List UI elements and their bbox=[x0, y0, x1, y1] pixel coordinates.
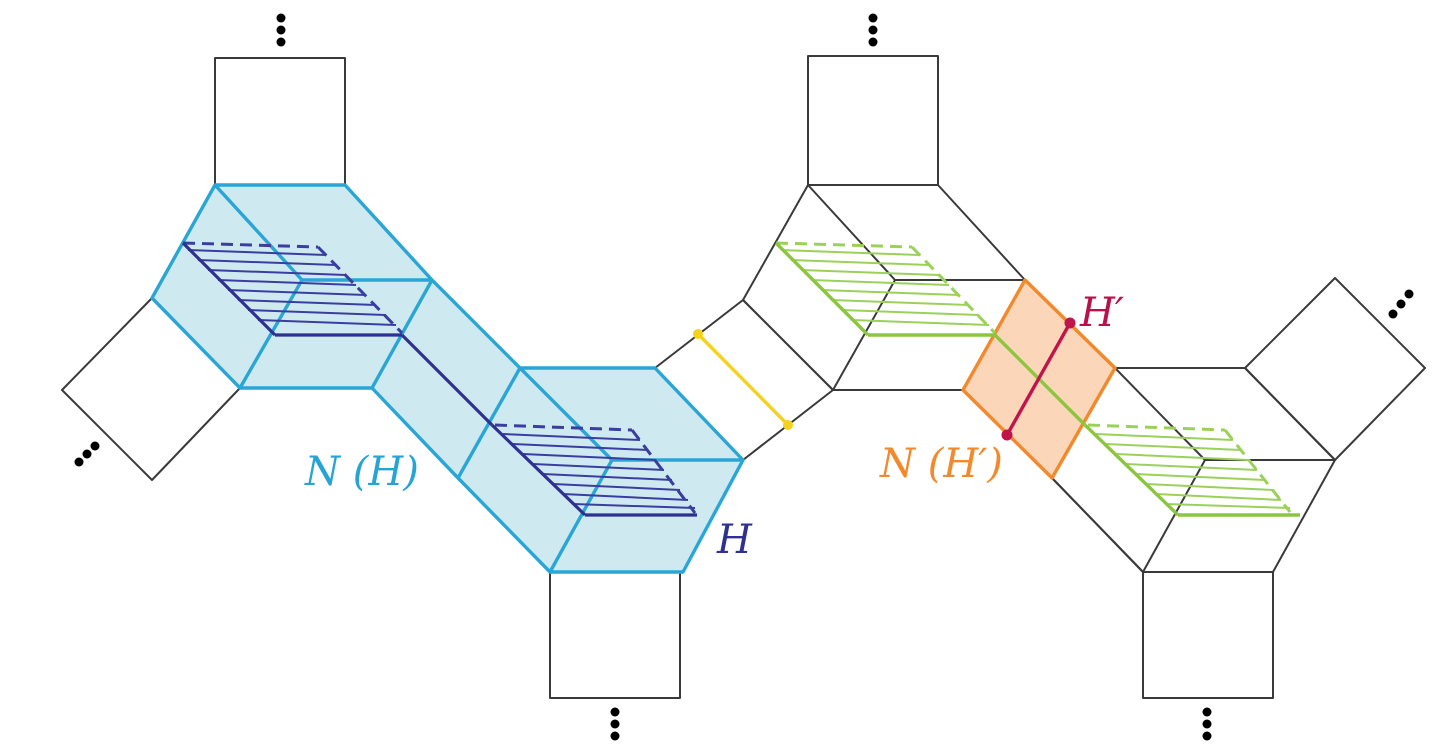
ellipsis-top-left bbox=[276, 13, 286, 47]
label-h: H bbox=[716, 517, 753, 563]
label-n-h: N (H) bbox=[304, 449, 419, 495]
hyperplane-green bbox=[774, 241, 1300, 517]
ellipsis-right bbox=[1388, 289, 1414, 319]
ellipsis-bottom-right bbox=[1202, 707, 1212, 741]
ellipsis-left bbox=[74, 441, 100, 467]
hyperplane-h bbox=[181, 241, 697, 517]
label-h-prime: H′ bbox=[1079, 290, 1124, 336]
ellipsis-top-right bbox=[868, 13, 878, 47]
yellow-edge bbox=[693, 329, 793, 430]
label-n-h-prime: N (H′) bbox=[879, 441, 1003, 487]
ellipsis-bottom-left bbox=[610, 707, 620, 741]
hyperplane-h-prime bbox=[1001, 317, 1076, 441]
